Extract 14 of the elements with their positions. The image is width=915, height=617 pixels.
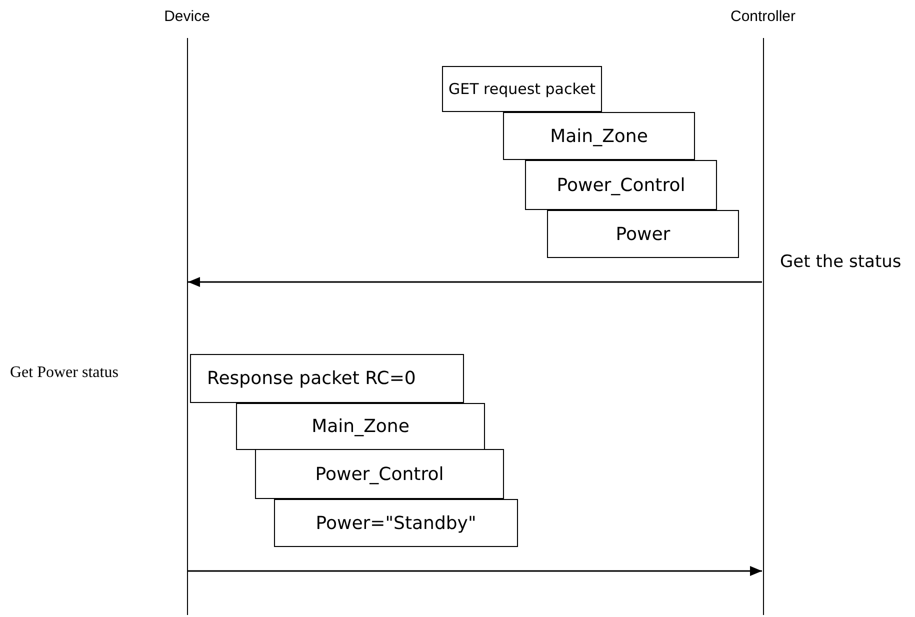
packet-box: Main_Zone (236, 403, 485, 450)
message-note: Get Power status (10, 364, 118, 382)
participant-label: Controller (729, 8, 797, 25)
message-arrow (188, 566, 762, 576)
packet-box: Power_Control (255, 449, 504, 499)
packet-box: GET request packet (442, 66, 602, 112)
packet-box: Main_Zone (503, 112, 695, 160)
packet-box: Power_Control (525, 160, 717, 210)
message-note: Get the status (780, 252, 902, 272)
participant-label: Device (163, 8, 211, 25)
packet-box: Response packet RC=0 (190, 354, 464, 403)
packet-box: Power (547, 210, 739, 258)
message-arrow (188, 277, 762, 287)
packet-box: Power="Standby" (274, 499, 518, 547)
